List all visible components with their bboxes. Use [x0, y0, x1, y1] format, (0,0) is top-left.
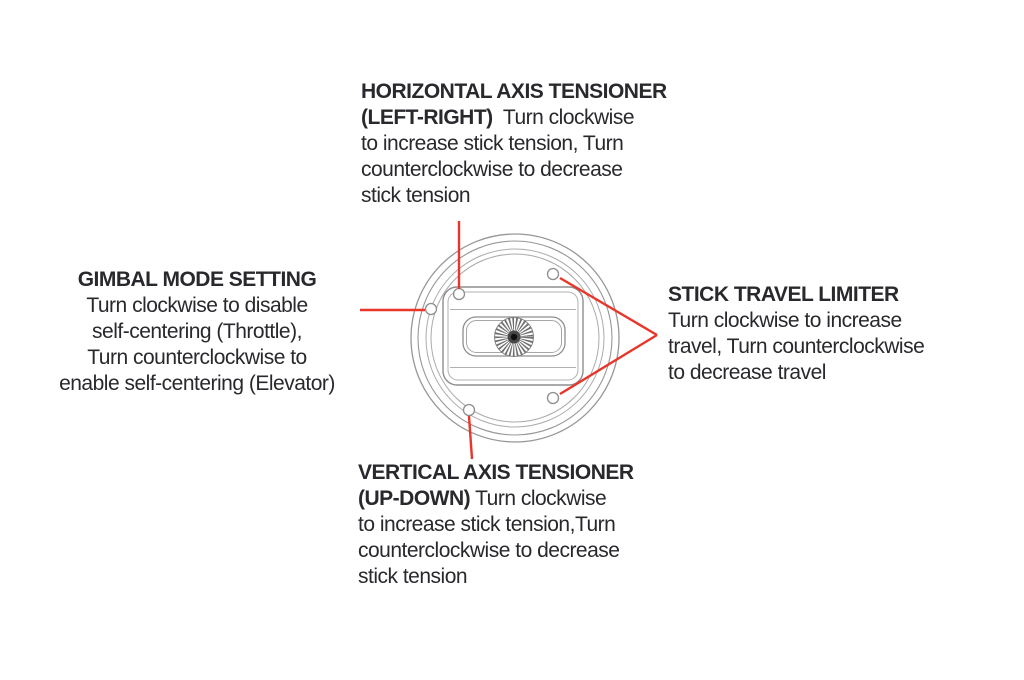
callout-horizontal-axis-tensioner: HORIZONTAL AXIS TENSIONER (LEFT-RIGHT) T…	[361, 79, 667, 209]
callout-line: stick tension	[358, 565, 468, 588]
callout-line: to decrease travel	[668, 361, 826, 384]
callout-line: enable self-centering (Elevator)	[59, 372, 335, 395]
callout-line: counterclockwise to decrease	[361, 158, 623, 181]
housing-inner-ring	[425, 248, 605, 428]
callout-line: (LEFT-RIGHT) Turn clockwise	[361, 106, 635, 129]
leader-stick-travel-limiter-top	[559, 276, 658, 337]
callout-line: Turn clockwise to disable	[86, 294, 308, 317]
callout-stick-travel-limiter: STICK TRAVEL LIMITER Turn clockwise to i…	[668, 282, 925, 386]
screw-stick-travel-limiter-bottom	[546, 391, 560, 405]
callout-line: HORIZONTAL AXIS TENSIONER	[361, 80, 667, 103]
callout-line: self-centering (Throttle),	[92, 320, 302, 343]
callout-line: to increase stick tension,Turn	[358, 513, 616, 536]
screw-gimbal-mode-setting	[424, 302, 438, 316]
callout-line: stick tension	[361, 184, 471, 207]
gimbal-plate-inner-outline	[447, 291, 579, 381]
callout-line: GIMBAL MODE SETTING	[77, 268, 317, 291]
housing-outer-ring-inner-edge	[417, 240, 613, 436]
callout-line: VERTICAL AXIS TENSIONER	[358, 461, 634, 484]
screw-vertical-axis-tensioner	[462, 403, 476, 417]
callout-line: to increase stick tension, Turn	[361, 132, 624, 155]
callout-gimbal-mode-setting: GIMBAL MODE SETTING Turn clockwise to di…	[36, 267, 358, 397]
callout-line: Turn clockwise to increase	[668, 309, 902, 332]
callout-vertical-axis-tensioner: VERTICAL AXIS TENSIONER (UP-DOWN) Turn c…	[358, 460, 634, 590]
callout-line: (UP-DOWN) Turn clockwise	[358, 487, 607, 510]
tension-knob	[494, 317, 534, 357]
callout-line: STICK TRAVEL LIMITER	[668, 283, 899, 306]
housing-inner-ring-inner-edge	[430, 253, 600, 423]
leader-vertical-axis-tensioner	[467, 415, 474, 460]
callout-line: Turn counterclockwise to	[87, 346, 307, 369]
callout-line: travel, Turn counterclockwise	[668, 335, 925, 358]
callout-line: counterclockwise to decrease	[358, 539, 620, 562]
knob-knurling	[494, 317, 534, 357]
screw-stick-travel-limiter-top	[546, 267, 560, 281]
housing-outer-ring	[410, 233, 620, 443]
knob-center	[510, 333, 518, 341]
screw-horizontal-axis-tensioner	[452, 287, 466, 301]
leader-stick-travel-limiter-bottom	[559, 333, 658, 396]
